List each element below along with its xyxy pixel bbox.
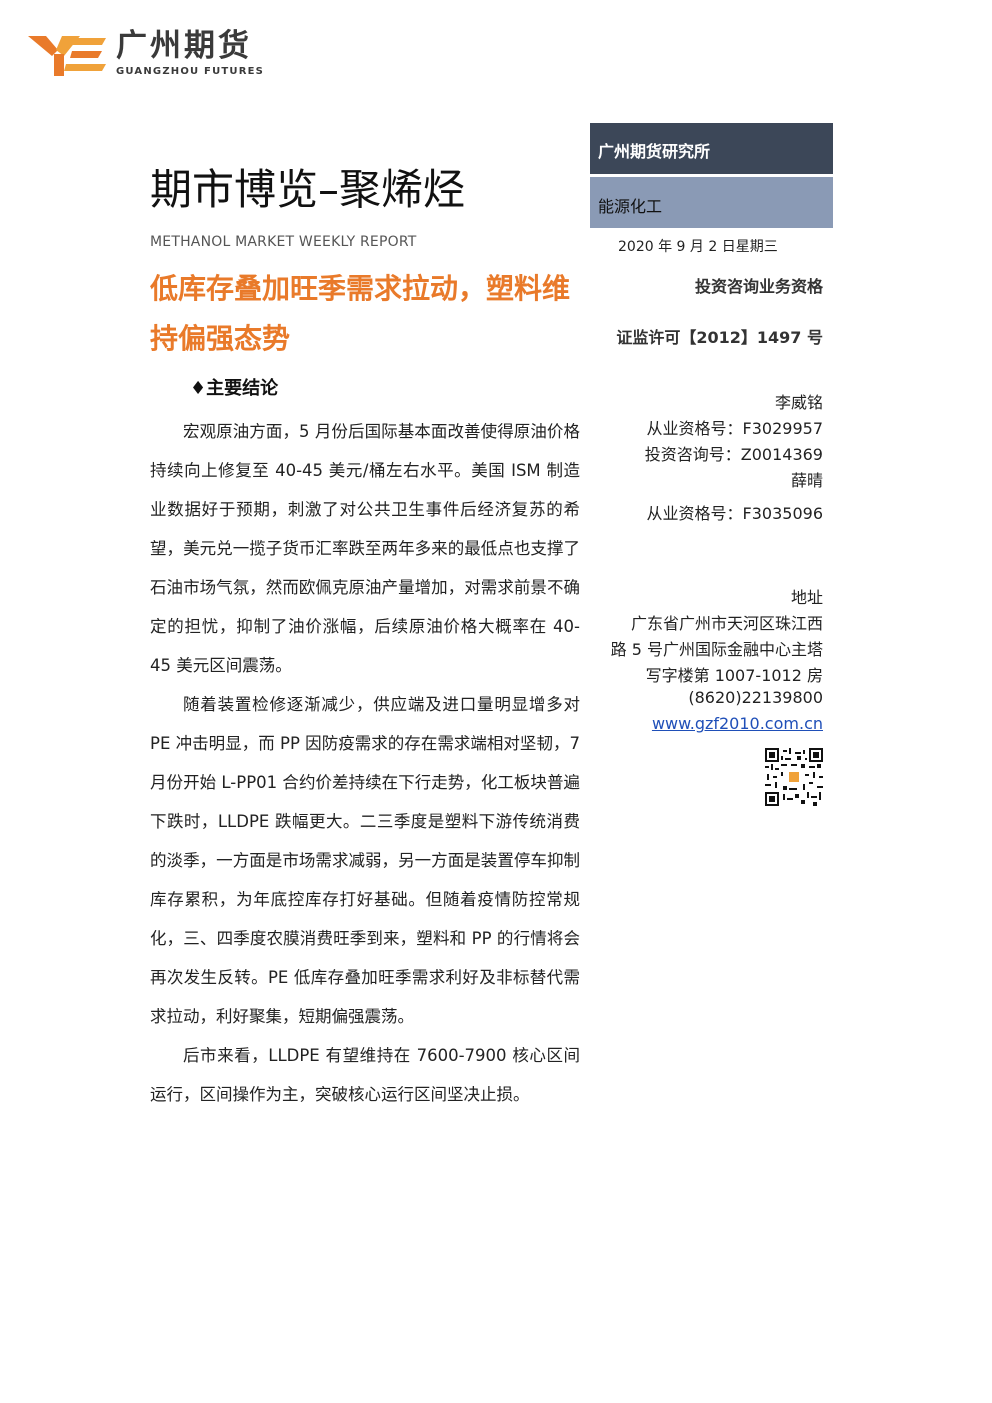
logo-mark-icon: [28, 36, 106, 76]
logo-text-en: GUANGZHOU FUTURES: [116, 66, 265, 77]
institute-banner: 广州期货研究所: [590, 123, 833, 174]
report-body: 宏观原油方面，5 月份后国际基本面改善使得原油价格持续向上修复至 40-45 美…: [150, 412, 580, 1114]
analyst2-name: 薛晴: [790, 471, 823, 490]
analyst1-name: 李威铭: [774, 393, 823, 412]
paragraph: 随着装置检修逐渐减少，供应端及进口量明显增多对PE 冲击明显，而 PP 因防疫需…: [150, 695, 580, 1026]
analyst1-invest: 投资咨询号：Z0014369: [644, 445, 823, 464]
sector-banner: 能源化工: [590, 177, 833, 228]
phone-number: (8620)22139800: [688, 688, 823, 707]
logo-text-cn: 广州期货: [116, 28, 252, 64]
paragraph: 宏观原油方面，5 月份后国际基本面改善使得原油价格持续向上修复至 40-45 美…: [150, 422, 580, 675]
report-headline: 低库存叠加旺季需求拉动，塑料维持偏强态势: [150, 272, 571, 355]
website-row: www.gzf2010.com.cn: [583, 714, 823, 733]
website-link[interactable]: www.gzf2010.com.cn: [651, 714, 823, 733]
qr-code-icon: [765, 748, 823, 806]
report-title: 期市博览–聚烯烃: [150, 165, 466, 214]
company-logo: 广州期货 GUANGZHOU FUTURES: [28, 26, 263, 82]
section-heading: ♦主要结论: [190, 378, 279, 399]
analyst2-cert: 从业资格号：F3035096: [646, 504, 823, 523]
report-subtitle-en: METHANOL MARKET WEEKLY REPORT: [150, 234, 417, 250]
address-line: 路 5 号广州国际金融中心主塔: [610, 640, 823, 659]
sector-name: 能源化工: [598, 197, 663, 216]
institute-name: 广州期货研究所: [598, 142, 711, 161]
qualification: 投资咨询业务资格: [694, 277, 823, 296]
report-date: 2020 年 9 月 2 日星期三: [618, 239, 778, 255]
address-label: 地址: [790, 588, 823, 607]
license-number: 证监许可【2012】1497 号: [616, 328, 823, 347]
analyst1-cert: 从业资格号：F3029957: [646, 419, 823, 438]
address-line: 写字楼第 1007-1012 房: [645, 666, 823, 685]
paragraph: 后市来看，LLDPE 有望维持在 7600-7900 核心区间运行，区间操作为主…: [150, 1046, 580, 1104]
address-line: 广东省广州市天河区珠江西: [630, 614, 823, 633]
